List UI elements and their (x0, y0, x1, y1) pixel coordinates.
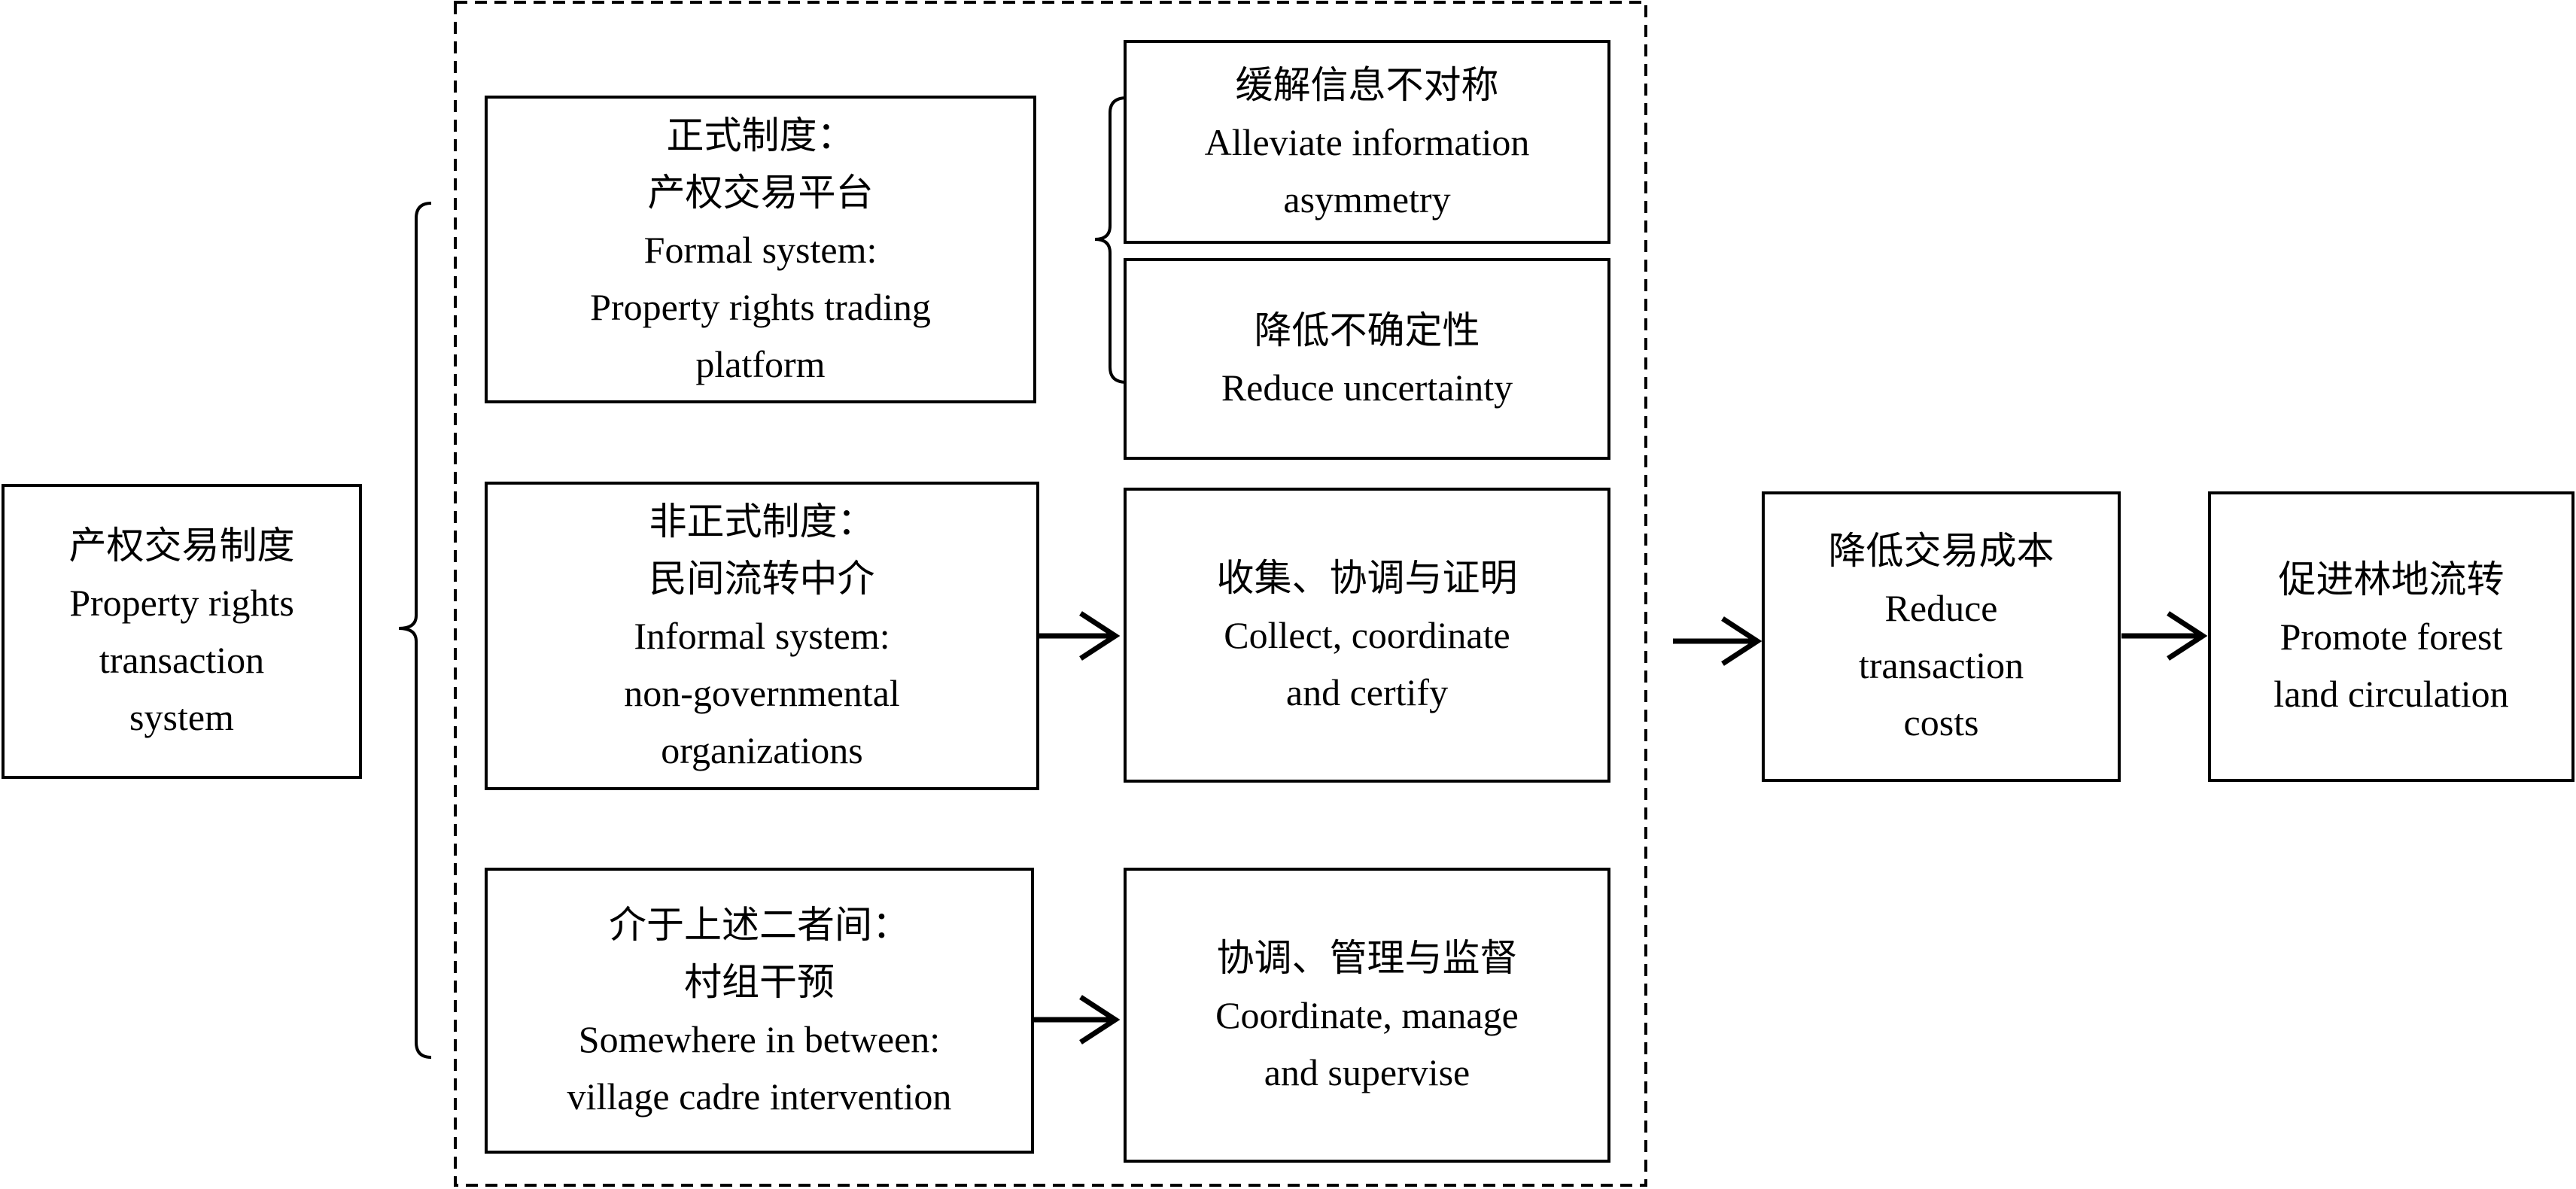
informal-zh-2: 民间流转中介 (649, 558, 875, 600)
costs-en-1: Reduce (1884, 587, 1998, 629)
informal-system-box: 非正式制度： 民间流转中介 Informal system: non-gover… (485, 482, 1039, 790)
uncertainty-box: 降低不确定性 Reduce uncertainty (1124, 258, 1610, 460)
system-zh: 产权交易制度 (68, 525, 295, 567)
coordinate-zh: 协调、管理与监督 (1216, 937, 1518, 979)
informal-en-3: organizations (661, 729, 863, 771)
system-en-3: system (129, 696, 234, 738)
formal-zh-2: 产权交易平台 (647, 171, 874, 214)
arrow-informal-to-collect (1037, 611, 1121, 661)
asymmetry-box: 缓解信息不对称 Alleviate information asymmetry (1124, 40, 1610, 244)
coordinate-box: 协调、管理与监督 Coordinate, manage and supervis… (1124, 868, 1610, 1163)
arrow-costs-to-circulation (2121, 611, 2208, 661)
informal-zh-1: 非正式制度： (649, 500, 875, 543)
circulation-zh: 促进林地流转 (2278, 558, 2505, 601)
system-en-2: transaction (99, 639, 265, 681)
between-en-2: village cadre intervention (567, 1075, 952, 1118)
collect-box: 收集、协调与证明 Collect, coordinate and certify (1124, 488, 1610, 783)
costs-zh: 降低交易成本 (1828, 530, 2054, 572)
between-zh-1: 介于上述二者间： (609, 904, 910, 946)
circulation-box: 促进林地流转 Promote forest land circulation (2208, 491, 2574, 782)
informal-en-1: Informal system: (634, 615, 890, 657)
uncertainty-en: Reduce uncertainty (1221, 366, 1513, 409)
system-box: 产权交易制度 Property rights transaction syste… (2, 484, 362, 779)
costs-box: 降低交易成本 Reduce transaction costs (1762, 491, 2121, 782)
collect-en-1: Collect, coordinate (1224, 614, 1510, 656)
between-box: 介于上述二者间： 村组干预 Somewhere in between: vill… (485, 868, 1034, 1154)
formal-system-box: 正式制度： 产权交易平台 Formal system: Property rig… (485, 96, 1036, 403)
costs-en-3: costs (1903, 701, 1979, 744)
circulation-en-1: Promote forest (2279, 616, 2503, 658)
circulation-en-2: land circulation (2273, 673, 2509, 715)
system-en-1: Property rights (69, 582, 294, 624)
costs-en-2: transaction (1858, 644, 2024, 686)
coordinate-en-2: and supervise (1264, 1051, 1470, 1093)
between-zh-2: 村组干预 (684, 961, 835, 1003)
formal-zh-1: 正式制度： (666, 114, 855, 157)
formal-en-3: platform (695, 342, 826, 385)
formal-brace (1094, 96, 1127, 384)
collect-zh: 收集、协调与证明 (1216, 557, 1518, 599)
collect-en-2: and certify (1285, 671, 1449, 713)
uncertainty-zh: 降低不确定性 (1254, 309, 1480, 351)
left-brace (398, 202, 432, 1059)
informal-en-2: non-governmental (624, 672, 900, 714)
asymmetry-en-2: asymmetry (1283, 178, 1451, 220)
arrow-group-to-costs (1673, 616, 1762, 666)
dashed-group-frame (454, 1, 1647, 1187)
asymmetry-en-1: Alleviate information (1204, 120, 1530, 163)
between-en-1: Somewhere in between: (578, 1018, 941, 1060)
asymmetry-zh: 缓解信息不对称 (1235, 63, 1499, 106)
formal-en-2: Property rights trading (590, 285, 931, 328)
coordinate-en-1: Coordinate, manage (1215, 994, 1519, 1036)
formal-en-1: Formal system: (643, 228, 877, 271)
arrow-between-to-coordinate (1034, 995, 1121, 1045)
